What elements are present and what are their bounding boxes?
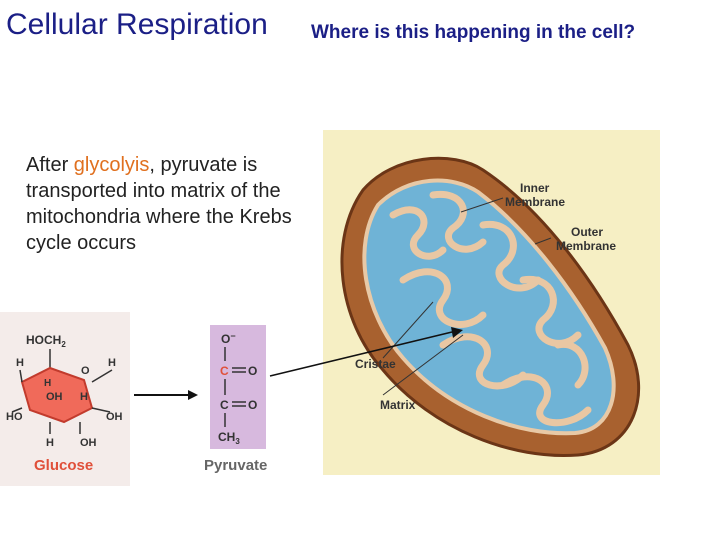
- slide-question: Where is this happening in the cell?: [311, 22, 635, 44]
- glucose-atom: HO: [6, 411, 23, 423]
- pyruvate-atom: O: [248, 398, 257, 412]
- glucose-atom: O: [81, 365, 90, 377]
- glucose-atom: H: [46, 437, 54, 449]
- slide-title: Cellular Respiration: [6, 8, 268, 42]
- body-text: After glycolyis, pyruvate is transported…: [26, 152, 311, 256]
- glucose-atom: H: [44, 378, 51, 389]
- glucose-top-group: HOCH2: [26, 333, 66, 349]
- glucose-panel: HOCH2 H H O H OH H HO OH H OH Glucose: [0, 312, 130, 486]
- pyruvate-atom: C: [220, 364, 229, 378]
- glucose-label: Glucose: [34, 457, 93, 474]
- glucose-atom: OH: [46, 391, 63, 403]
- body-text-lead: After: [26, 154, 74, 176]
- glucose-atom: H: [16, 357, 24, 369]
- pyruvate-atom: C: [220, 398, 229, 412]
- glucose-atom: H: [80, 391, 88, 403]
- mitochondrion-panel: Inner Membrane Outer Membrane Cristae Ma…: [323, 130, 660, 475]
- glucose-atom: H: [108, 357, 116, 369]
- matrix-label: Matrix: [380, 398, 416, 412]
- pyruvate-atom: O: [248, 364, 257, 378]
- glucose-to-pyruvate-arrow: [132, 388, 200, 402]
- glucose-atom: OH: [80, 437, 97, 449]
- glucose-atom: OH: [106, 411, 123, 423]
- glycolysis-term: glycolyis: [74, 154, 150, 176]
- pyruvate-to-matrix-arrow: [268, 324, 466, 380]
- pyruvate-label: Pyruvate: [204, 457, 267, 474]
